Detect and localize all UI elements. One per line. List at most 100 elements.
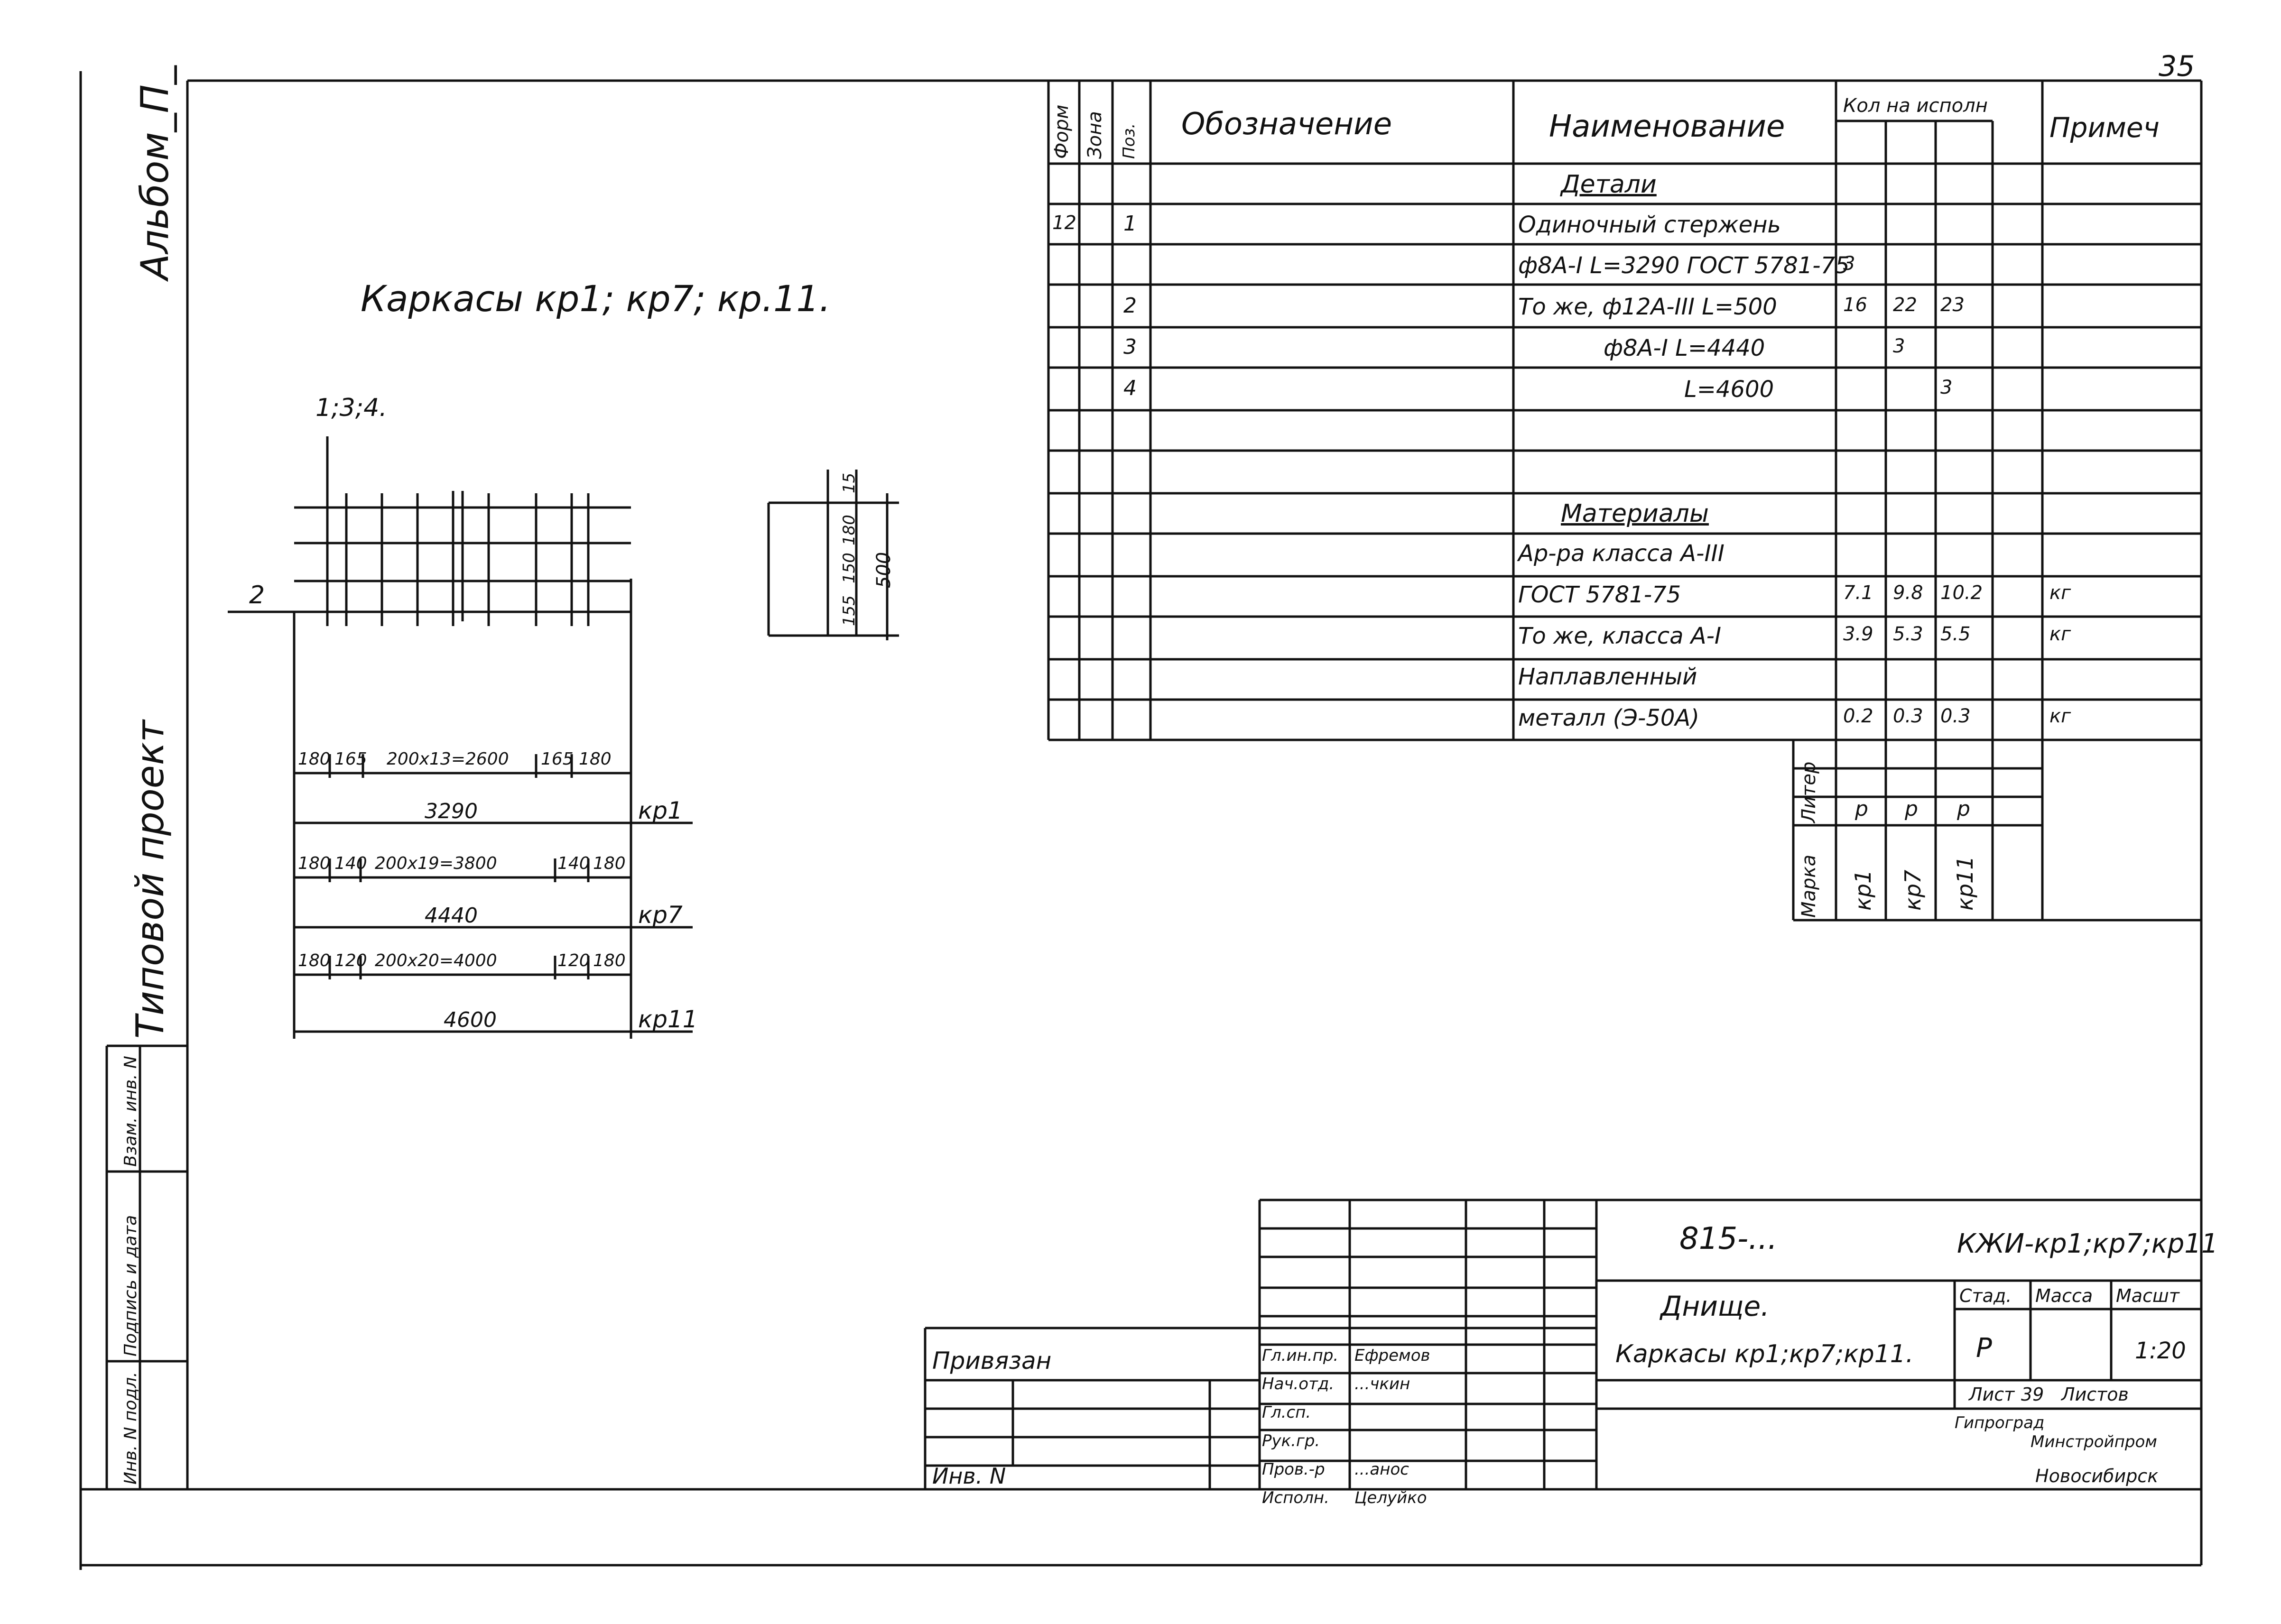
spec-header-name: Наименование	[1549, 109, 1785, 144]
role-name: Ефремов	[1354, 1346, 1430, 1365]
spec-cell-q7: 9.8	[1893, 582, 1923, 604]
spec-cell-name: металл (Э-50А)	[1518, 705, 1699, 732]
spec-header-qty: Кол на исполн	[1843, 95, 1988, 117]
dim-row3-mark: кр11	[638, 1006, 698, 1033]
role-label: Рук.гр.	[1262, 1431, 1320, 1450]
spec-cell-name: Одиночный стержень	[1518, 211, 1781, 238]
stage-label: Стад.	[1959, 1285, 2012, 1306]
spec-cell-q7: 0.3	[1893, 705, 1923, 728]
object-name: Днище.	[1660, 1290, 1770, 1322]
drawing-title: Каркасы кр1; кр7; кр.11.	[361, 277, 831, 320]
spec-cell-q11: 10.2	[1940, 582, 1983, 604]
spec-cell-name: То же, ф12А-III L=500	[1518, 294, 1777, 321]
spec-header-zone: Зона	[1084, 111, 1106, 159]
sheets-label: Листов	[2061, 1384, 2129, 1405]
stamp-label-replace: Взам. инв. N	[121, 1056, 140, 1167]
dim-row2-seg5: 180	[593, 854, 626, 873]
sheet-title: Каркасы кр1;кр7;кр11.	[1615, 1340, 1914, 1368]
sheet-label: Лист	[1969, 1384, 2015, 1405]
doc-number: 815-...	[1679, 1221, 1778, 1256]
position-marker-upper: 1;3;4.	[315, 394, 387, 422]
dim-row2-mark: кр7	[638, 901, 683, 929]
dim-row1-seg3: 200x13=2600	[387, 749, 509, 769]
spec-cell-note: кг	[2049, 623, 2071, 645]
stamp-label-sign: Подпись и дата	[121, 1215, 140, 1356]
section-dim-155: 155	[840, 595, 859, 626]
role-label: Пров.-р	[1262, 1460, 1325, 1479]
stage-value: Р	[1976, 1333, 1992, 1364]
dimension-lines	[294, 754, 693, 1033]
spec-header-pos: Поз.	[1120, 123, 1139, 159]
spec-cell-name: Ар-ра класса А-III	[1518, 540, 1725, 567]
liter-kr1: р	[1855, 797, 1868, 821]
album-label: Альбом_П_	[133, 65, 177, 280]
spec-header-designation: Обозначение	[1181, 107, 1392, 142]
role-label: Гл.сп.	[1262, 1403, 1311, 1422]
mark-kr11: кр11	[1952, 856, 1978, 911]
dim-row1-seg5: 180	[579, 749, 612, 769]
stamp-label-inv: Инв. N подл.	[121, 1372, 140, 1485]
role-name: ...анос	[1354, 1460, 1409, 1479]
section-sketch	[767, 470, 899, 640]
section-dim-15: 15	[840, 472, 859, 493]
dim-row2-seg1: 180	[298, 854, 331, 873]
dim-row1-total: 3290	[425, 799, 478, 823]
role-label: Исполн.	[1262, 1488, 1329, 1507]
spec-cell-name: ф8А-I L=4440	[1604, 334, 1765, 361]
spec-cell-q7: 3	[1893, 335, 1905, 357]
dim-row2-seg2: 140	[334, 854, 367, 873]
spec-cell-name: Материалы	[1561, 499, 1709, 528]
dim-row2-seg4: 140	[557, 854, 590, 873]
scale-value: 1:20	[2135, 1338, 2186, 1364]
spec-cell-pos: 3	[1123, 334, 1137, 359]
dim-row1-mark: кр1	[638, 797, 683, 824]
spec-cell-q1: 3.9	[1843, 623, 1873, 645]
inv-no-label: Инв. N	[932, 1463, 1006, 1489]
role-name: ...чкин	[1354, 1375, 1410, 1393]
mark-kr1: кр1	[1850, 869, 1876, 911]
section-dim-180: 180	[840, 515, 859, 545]
mark-kr7: кр7	[1900, 869, 1926, 911]
dim-row3-seg4: 120	[557, 951, 590, 970]
spec-cell-q1: 0.2	[1843, 705, 1873, 728]
spec-cell-q1: 3	[1843, 253, 1855, 275]
dim-row3-seg1: 180	[298, 951, 331, 970]
spec-cell-name: ГОСТ 5781-75	[1518, 581, 1681, 608]
page-number: 35	[2159, 50, 2195, 83]
org-line-1: Гипроград	[1955, 1413, 2045, 1432]
spec-cell-q11: 3	[1940, 376, 1953, 398]
mass-label: Масса	[2035, 1285, 2093, 1306]
framework-sketch	[228, 436, 632, 1039]
spec-cell-pos: 1	[1123, 211, 1137, 236]
spec-cell-q11: 0.3	[1940, 705, 1971, 728]
spec-cell-q1: 16	[1843, 294, 1867, 316]
dim-row3-total: 4600	[444, 1008, 497, 1032]
doc-code: КЖИ-кр1;кр7;кр11	[1957, 1228, 2218, 1259]
spec-cell-name: Детали	[1561, 170, 1657, 199]
project-label: Типовой проект	[128, 720, 172, 1039]
role-name: Целуйко	[1354, 1488, 1427, 1507]
spec-cell-name: L=4600	[1684, 376, 1774, 403]
liter-label: Литер	[1798, 761, 1820, 823]
dim-row1-seg4: 165	[541, 749, 574, 769]
org-line-2: Минстройпром	[2031, 1432, 2157, 1451]
sheet-number: 39	[2021, 1384, 2044, 1405]
spec-cell-format: 12	[1052, 212, 1076, 234]
dim-row2-total: 4440	[425, 904, 478, 928]
spec-cell-q7: 22	[1893, 294, 1917, 316]
spec-cell-note: кг	[2049, 582, 2071, 604]
spec-grid	[1047, 81, 2201, 922]
liter-kr7: р	[1905, 797, 1918, 821]
spec-cell-name: ф8А-I L=3290 ГОСТ 5781-75	[1518, 252, 1850, 279]
role-label: Нач.отд.	[1262, 1375, 1335, 1393]
liter-kr11: р	[1957, 797, 1970, 821]
dim-row1-seg2: 165	[334, 749, 367, 769]
spec-cell-q11: 5.5	[1940, 623, 1971, 645]
privyazan-label: Привязан	[932, 1347, 1052, 1375]
section-dim-150: 150	[840, 553, 859, 583]
spec-cell-q11: 23	[1940, 294, 1965, 316]
role-label: Гл.ин.пр.	[1262, 1346, 1339, 1365]
spec-cell-pos: 4	[1123, 376, 1137, 400]
spec-header-note: Примеч	[2049, 111, 2160, 144]
